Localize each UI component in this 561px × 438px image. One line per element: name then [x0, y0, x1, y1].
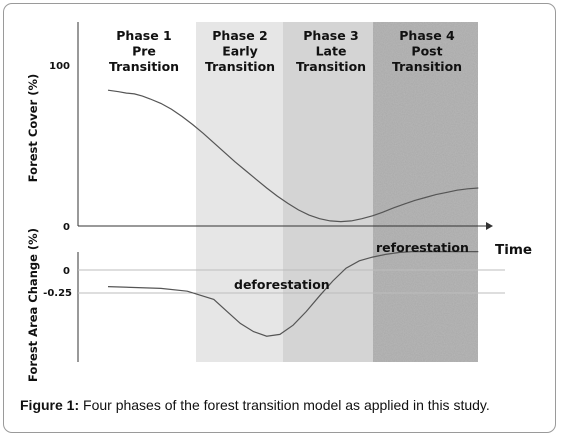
bottom-y-tick-neg025: -0.25: [43, 288, 72, 299]
phase-1-label-line-1: Phase 1: [116, 28, 171, 43]
phase-3-label-line-3: Transition: [296, 59, 366, 74]
bottom-y-axis-title: Forest Area Change (%): [26, 228, 40, 382]
top-y-tick-100: 100: [49, 61, 70, 72]
phase-2-label-line-3: Transition: [205, 59, 275, 74]
phase-band-texture: [373, 22, 478, 362]
top-x-axis-arrow: [486, 222, 493, 230]
phase-band-2: [196, 22, 283, 362]
phase-2-label-line-2: Early: [222, 44, 258, 59]
phase-band-3: [283, 22, 373, 362]
phase-4-label-line-1: Phase 4: [399, 28, 455, 43]
forest-cover-curve: [107, 89, 479, 223]
reforestation-label: reforestation: [376, 240, 469, 255]
phase-3-label-line-2: Late: [316, 44, 347, 59]
bottom-y-tick-0: 0: [63, 266, 70, 277]
top-y-tick-0: 0: [63, 222, 70, 233]
phase-1-label-line-2: Pre: [132, 44, 156, 59]
phase-band-1: [78, 22, 196, 362]
caption-label: Figure 1:: [20, 397, 80, 413]
phase-1-label-line-3: Transition: [109, 59, 179, 74]
figure-caption: Figure 1: Four phases of the forest tran…: [20, 397, 545, 413]
phase-3-label-line-1: Phase 3: [303, 28, 358, 43]
phase-2-label-line-1: Phase 2: [212, 28, 267, 43]
deforestation-label: deforestation: [234, 277, 330, 292]
caption-text: Four phases of the forest transition mod…: [79, 397, 490, 413]
top-y-axis-title: Forest Cover (%): [26, 74, 40, 182]
phase-4-label-line-2: Post: [411, 44, 442, 59]
forest-area-change-curve: [107, 251, 479, 337]
phase-4-label-line-3: Transition: [392, 59, 462, 74]
x-axis-title-time: Time: [495, 242, 532, 258]
